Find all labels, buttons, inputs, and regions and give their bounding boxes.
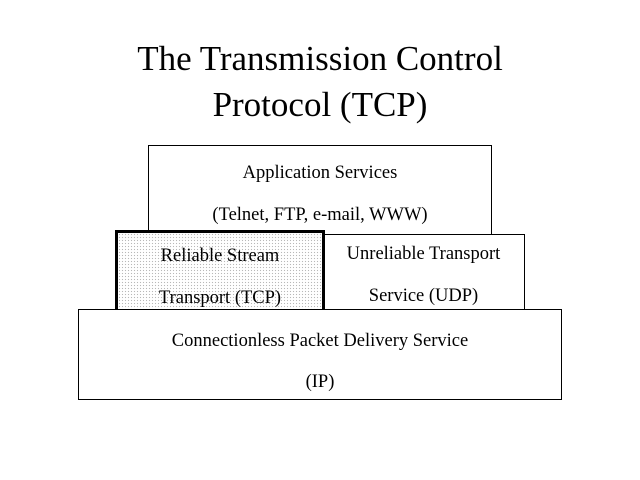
layer-udp-line-1: Unreliable Transport: [346, 244, 501, 264]
page-title-line-2: Protocol (TCP): [212, 85, 428, 125]
page-title: The Transmission Control Protocol (TCP): [60, 36, 580, 128]
layer-udp-line-2: Service (UDP): [368, 286, 479, 306]
layer-application-services: Application Services (Telnet, FTP, e-mai…: [148, 145, 492, 235]
layer-ip: Connectionless Packet Delivery Service (…: [78, 309, 562, 400]
page-title-line-1: The Transmission Control: [137, 39, 503, 78]
layer-tcp-line-1: Reliable Stream: [160, 246, 280, 266]
layer-application-services-line-2: (Telnet, FTP, e-mail, WWW): [212, 205, 428, 225]
layer-tcp-line-2: Transport (TCP): [158, 288, 282, 308]
layer-ip-line-1: Connectionless Packet Delivery Service: [171, 331, 469, 351]
layer-tcp-highlighted: Reliable Stream Transport (TCP): [115, 230, 325, 314]
layer-application-services-line-1: Application Services: [242, 163, 398, 183]
layer-ip-line-2: (IP): [305, 372, 335, 392]
